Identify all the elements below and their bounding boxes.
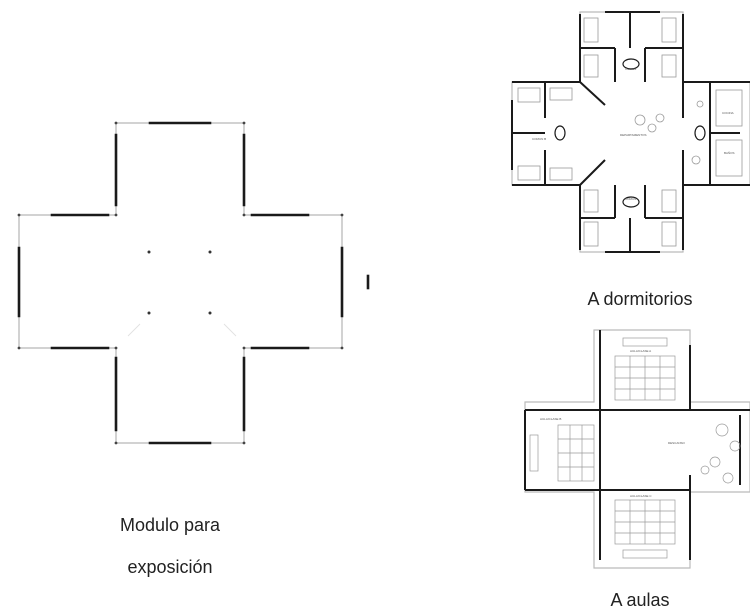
aulas-walls bbox=[524, 330, 750, 560]
aulas-tag-bottom: AULA/CLASE C bbox=[630, 494, 652, 498]
module-walls bbox=[17, 121, 370, 445]
dorm-tag-right-a: COCINA bbox=[722, 111, 734, 115]
aulas-tag-right: DESCANSO bbox=[668, 441, 686, 445]
dorm-tag-bottom: COMUN bbox=[625, 197, 636, 201]
aulas-plan: AULA/CLASE A AULA/CLASE B AULA/CLASE C D… bbox=[524, 329, 750, 569]
dorm-hubs bbox=[554, 58, 706, 208]
exposition-module-plan bbox=[17, 121, 370, 445]
module-caption-line1: Modulo para bbox=[119, 515, 221, 535]
dorm-tag-left: COMUN B bbox=[532, 137, 546, 141]
module-glass-outline bbox=[18, 122, 343, 444]
dorm-tag-center: DEPARTAMENTOS bbox=[620, 133, 646, 137]
module-caption-line2: exposición bbox=[127, 557, 213, 577]
module-diagonal-hints bbox=[127, 323, 237, 337]
dorm-tag-top: COMUN bbox=[625, 67, 636, 71]
aulas-desks bbox=[529, 337, 741, 559]
dorm-tag-right-b: BAÑOS bbox=[724, 150, 735, 155]
module-columns bbox=[147, 250, 212, 315]
module-corner-nodes bbox=[17, 121, 344, 445]
aulas-tag-top: AULA/CLASE A bbox=[630, 349, 651, 353]
dorm-furniture bbox=[517, 17, 743, 247]
dormitorios-plan: DEPARTAMENTOS COMUN COMUN B COMUN COCINA… bbox=[511, 11, 750, 253]
dormitorios-caption: A dormitorios bbox=[587, 289, 693, 309]
aulas-tag-left: AULA/CLASE B bbox=[540, 417, 561, 421]
dorm-walls bbox=[511, 11, 750, 253]
aulas-glass-outline bbox=[524, 329, 750, 569]
aulas-caption: A aulas bbox=[610, 590, 670, 610]
